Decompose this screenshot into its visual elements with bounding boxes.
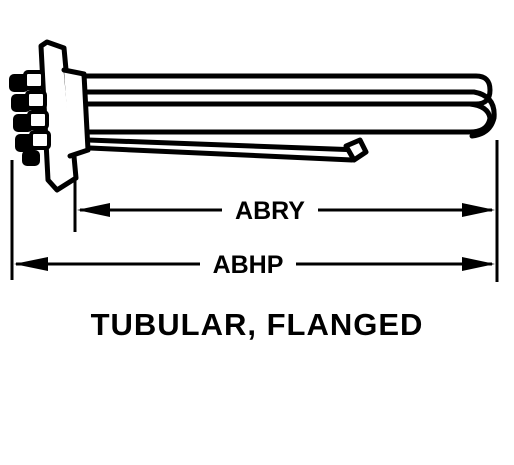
- extension-lines: [10, 140, 499, 282]
- flange-plate: [38, 39, 79, 193]
- terminal-nuts: [9, 70, 51, 166]
- dimension-abhp: ABHP: [14, 251, 495, 279]
- arrowhead-right: [462, 203, 495, 217]
- arrowhead-right: [462, 257, 495, 271]
- arrowhead-left: [14, 257, 48, 271]
- tubular-heater-illustration: [9, 39, 497, 193]
- dimension-label-abhp: ABHP: [213, 251, 284, 279]
- support-tab: [343, 137, 369, 163]
- tube-3: [83, 89, 497, 139]
- diagram-caption: TUBULAR, FLANGED: [90, 307, 424, 342]
- flange-boss: [61, 67, 91, 159]
- tube-1: [81, 73, 493, 107]
- dimension-abry: ABRY: [77, 197, 495, 225]
- tube-2: [83, 101, 493, 135]
- dimension-label-abry: ABRY: [235, 197, 305, 225]
- arrowhead-left: [77, 203, 110, 217]
- support-rod: [85, 137, 363, 163]
